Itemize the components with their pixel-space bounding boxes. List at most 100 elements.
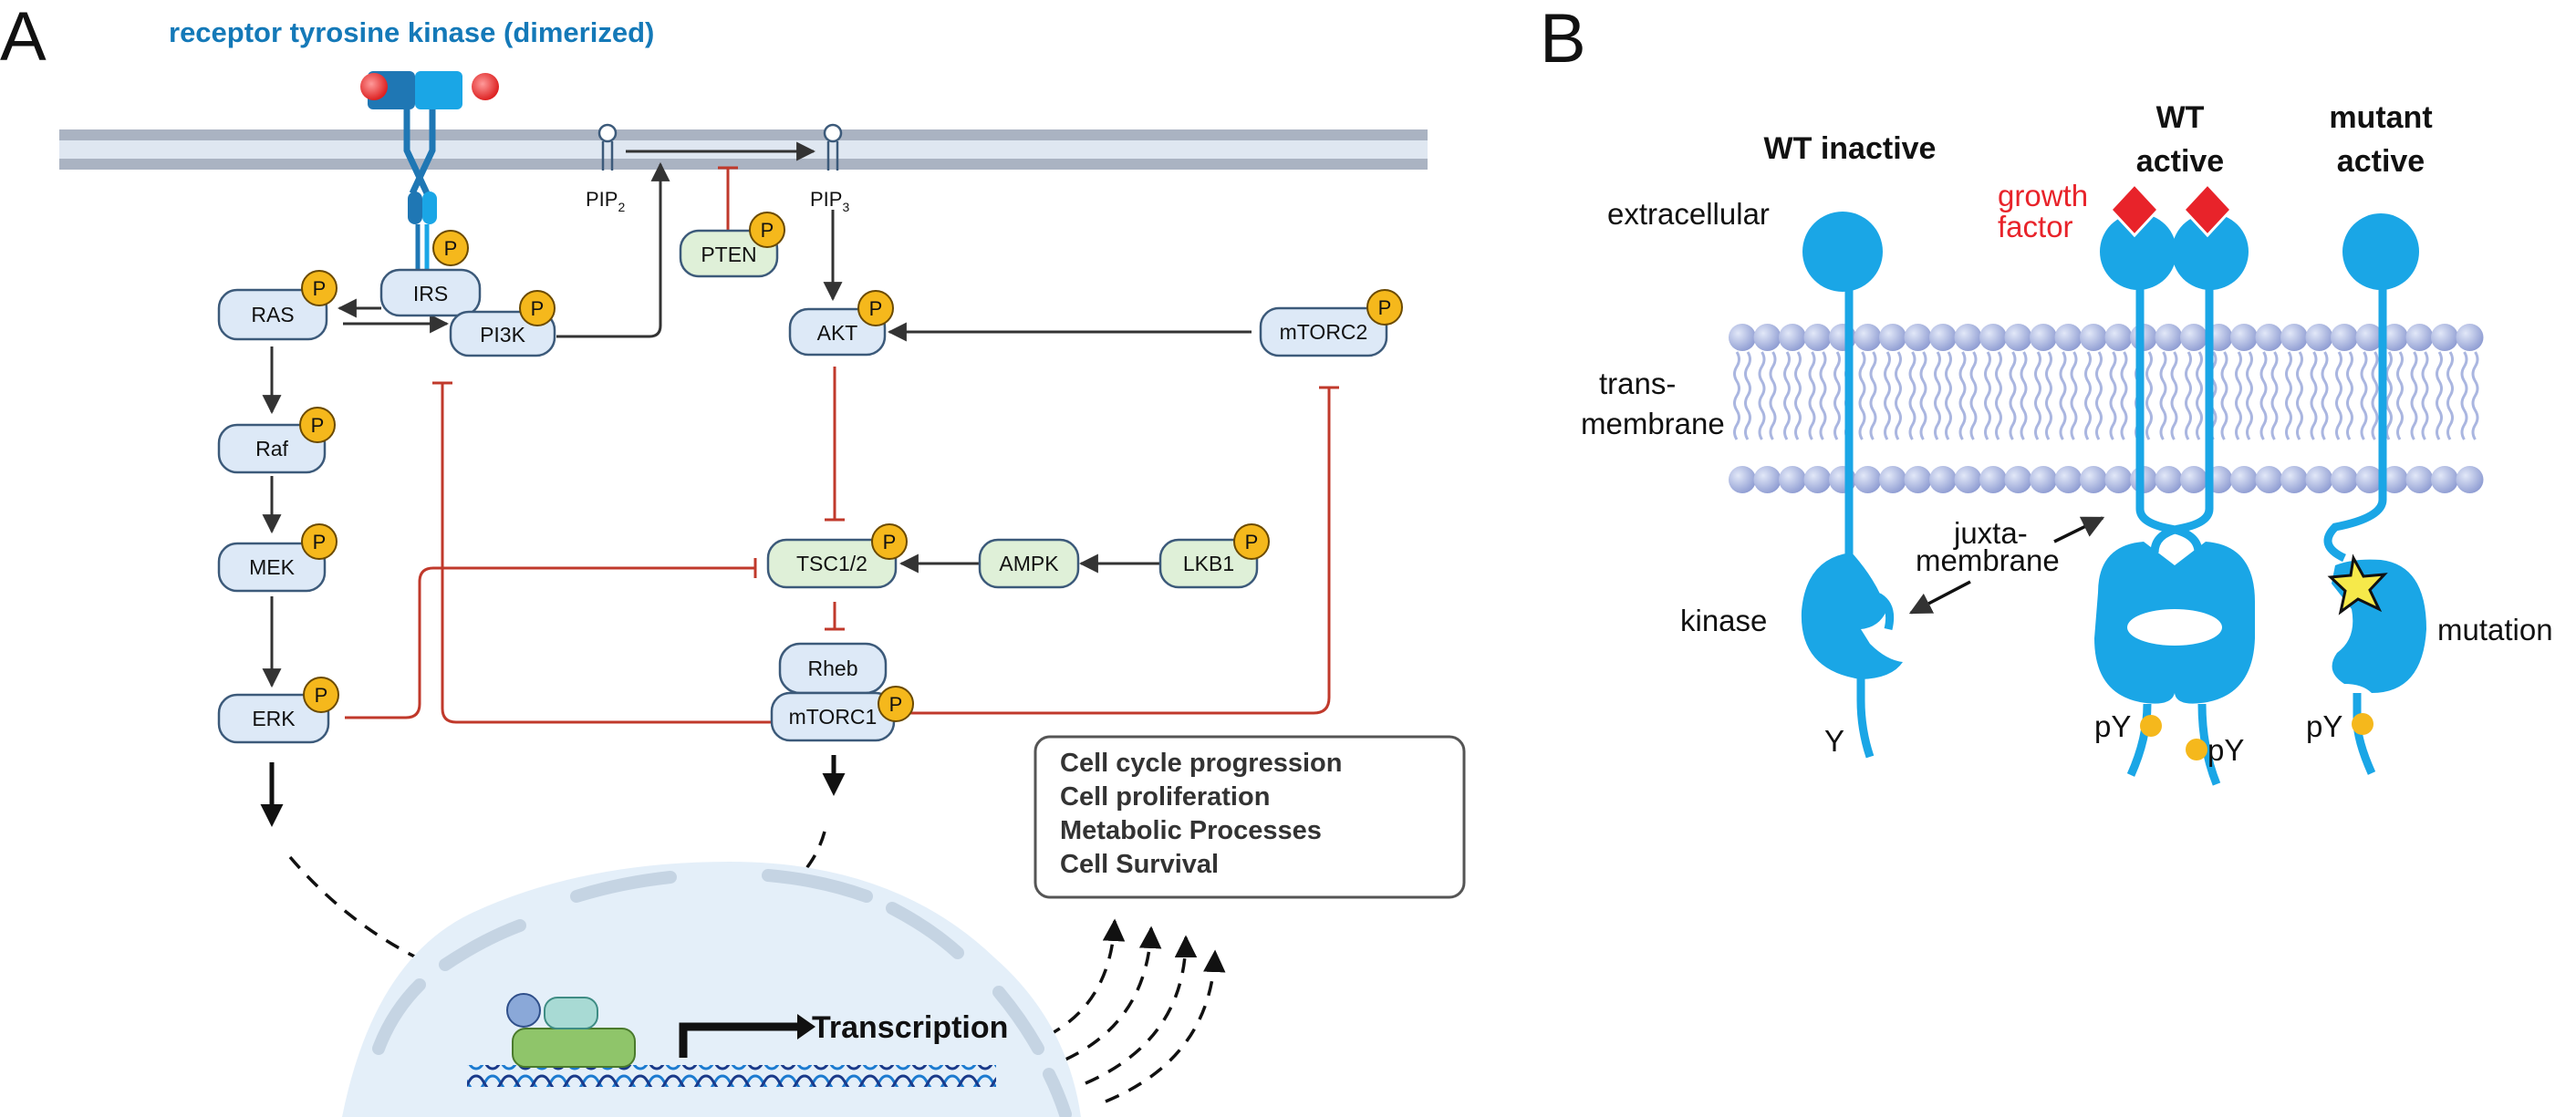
outcome-item: Metabolic Processes bbox=[1060, 816, 1322, 845]
panel-b: B WT inactive WT active mutant active ex… bbox=[1540, 0, 2553, 786]
pip2-label: PIP2 bbox=[586, 188, 625, 214]
node-pi3k: PI3K P bbox=[449, 290, 556, 357]
node-mtorc1: mTORC1 P bbox=[770, 686, 914, 742]
node-irs: IRS P bbox=[379, 230, 482, 317]
node-tsc: TSC1/2 P bbox=[766, 523, 908, 589]
phospho-badge bbox=[1366, 289, 1403, 326]
label-growth-factor: factor bbox=[1998, 210, 2073, 243]
phospho-badge bbox=[878, 686, 914, 722]
node-ampk: AMPK bbox=[978, 538, 1080, 589]
svg-text:P: P bbox=[761, 219, 774, 242]
phospho-badge bbox=[301, 270, 338, 306]
svg-text:P: P bbox=[883, 531, 897, 553]
receptor-mutant-active bbox=[2323, 213, 2426, 775]
cell-outcomes-box bbox=[1034, 735, 1466, 899]
svg-text:MEK: MEK bbox=[249, 555, 296, 579]
phospho-badge bbox=[1233, 523, 1270, 560]
node-raf: Raf P bbox=[217, 407, 336, 474]
svg-text:P: P bbox=[313, 531, 327, 553]
lipid-bilayer bbox=[1729, 324, 2484, 493]
transcription-arrow-icon bbox=[679, 1014, 815, 1058]
plasma-membrane bbox=[59, 129, 1428, 170]
label-transmembrane: membrane bbox=[1581, 407, 1725, 440]
thick-arrows bbox=[260, 755, 846, 827]
svg-text:RAS: RAS bbox=[251, 303, 294, 326]
label-y: Y bbox=[1824, 724, 1844, 758]
header-wt-active: WT bbox=[2156, 100, 2205, 135]
node-ras: RAS P bbox=[217, 270, 338, 341]
receptor-tyrosine-kinase-icon bbox=[360, 71, 499, 269]
header-mutant-active: active bbox=[2337, 144, 2425, 179]
node-rheb: Rheb bbox=[778, 642, 888, 695]
receptor-title: receptor tyrosine kinase (dimerized) bbox=[169, 16, 654, 48]
svg-text:Raf: Raf bbox=[255, 437, 288, 460]
phospho-badge bbox=[749, 212, 785, 248]
transcription-label: Transcription bbox=[812, 1010, 1008, 1045]
panel-a-letter: A bbox=[0, 0, 47, 76]
phospho-badge bbox=[301, 523, 338, 560]
node-pten: PTEN P bbox=[679, 212, 785, 278]
svg-text:P: P bbox=[315, 684, 328, 707]
pip3-icon bbox=[823, 123, 843, 171]
label-py: pY bbox=[2207, 733, 2244, 767]
svg-text:P: P bbox=[869, 297, 883, 320]
node-erk: ERK P bbox=[217, 677, 339, 744]
svg-text:Rheb: Rheb bbox=[808, 657, 858, 680]
header-wt-inactive: WT inactive bbox=[1764, 131, 1937, 166]
node-mtorc2: mTORC2 P bbox=[1259, 289, 1403, 357]
svg-text:IRS: IRS bbox=[413, 282, 448, 305]
svg-text:P: P bbox=[1378, 296, 1392, 319]
phospho-badge bbox=[871, 523, 908, 560]
label-juxtamembrane: juxta- bbox=[1953, 516, 2028, 550]
svg-text:mTORC2: mTORC2 bbox=[1280, 320, 1368, 344]
svg-text:P: P bbox=[444, 237, 458, 260]
label-transmembrane: trans- bbox=[1599, 367, 1676, 400]
label-arrows bbox=[1908, 516, 2105, 615]
growth-factor-icon bbox=[2108, 181, 2234, 238]
phospho-badge bbox=[857, 290, 894, 326]
phospho-badge bbox=[303, 677, 339, 713]
panel-b-letter: B bbox=[1540, 0, 1586, 78]
svg-text:LKB1: LKB1 bbox=[1183, 552, 1234, 575]
label-juxtamembrane: membrane bbox=[1916, 543, 2060, 577]
activation-arrows bbox=[262, 141, 1252, 688]
svg-text:P: P bbox=[311, 414, 325, 437]
svg-text:P: P bbox=[531, 297, 545, 320]
header-mutant-active: mutant bbox=[2329, 100, 2432, 135]
svg-text:P: P bbox=[313, 277, 327, 300]
label-growth-factor: growth bbox=[1998, 179, 2088, 212]
svg-text:AKT: AKT bbox=[817, 321, 858, 345]
transcription-complex-icon bbox=[506, 993, 636, 1068]
svg-text:AMPK: AMPK bbox=[999, 552, 1059, 575]
svg-text:PTEN: PTEN bbox=[701, 243, 756, 266]
phospho-badge bbox=[519, 290, 556, 326]
node-mek: MEK P bbox=[217, 523, 338, 593]
svg-text:mTORC1: mTORC1 bbox=[789, 705, 878, 729]
phospho-badge bbox=[299, 407, 336, 443]
receptor-wt-inactive bbox=[1801, 212, 1903, 759]
header-wt-active: active bbox=[2136, 144, 2224, 179]
label-extracellular: extracellular bbox=[1607, 197, 1770, 231]
panel-a: A receptor tyrosine kinase (dimerized) P… bbox=[0, 0, 1466, 1117]
svg-text:PI3K: PI3K bbox=[480, 323, 526, 346]
outcome-item: Cell Survival bbox=[1060, 850, 1219, 879]
label-mutation: mutation bbox=[2437, 613, 2553, 646]
node-lkb1: LKB1 P bbox=[1158, 523, 1270, 589]
phospho-badge bbox=[432, 230, 469, 266]
svg-text:TSC1/2: TSC1/2 bbox=[796, 552, 867, 575]
receptor-wt-active bbox=[2094, 213, 2255, 786]
svg-text:ERK: ERK bbox=[252, 707, 296, 730]
label-py: pY bbox=[2094, 709, 2131, 743]
node-akt: AKT P bbox=[788, 290, 894, 357]
outcome-item: Cell proliferation bbox=[1060, 782, 1270, 812]
svg-text:P: P bbox=[889, 693, 903, 716]
outcome-item: Cell cycle progression bbox=[1060, 749, 1342, 778]
svg-text:P: P bbox=[1245, 531, 1259, 553]
label-py: pY bbox=[2306, 709, 2342, 743]
inhibition-lines bbox=[345, 166, 1339, 724]
dna-icon bbox=[467, 1065, 996, 1087]
pip3-label: PIP3 bbox=[810, 188, 849, 214]
label-kinase: kinase bbox=[1680, 604, 1767, 637]
mutation-star-icon bbox=[2327, 553, 2388, 615]
